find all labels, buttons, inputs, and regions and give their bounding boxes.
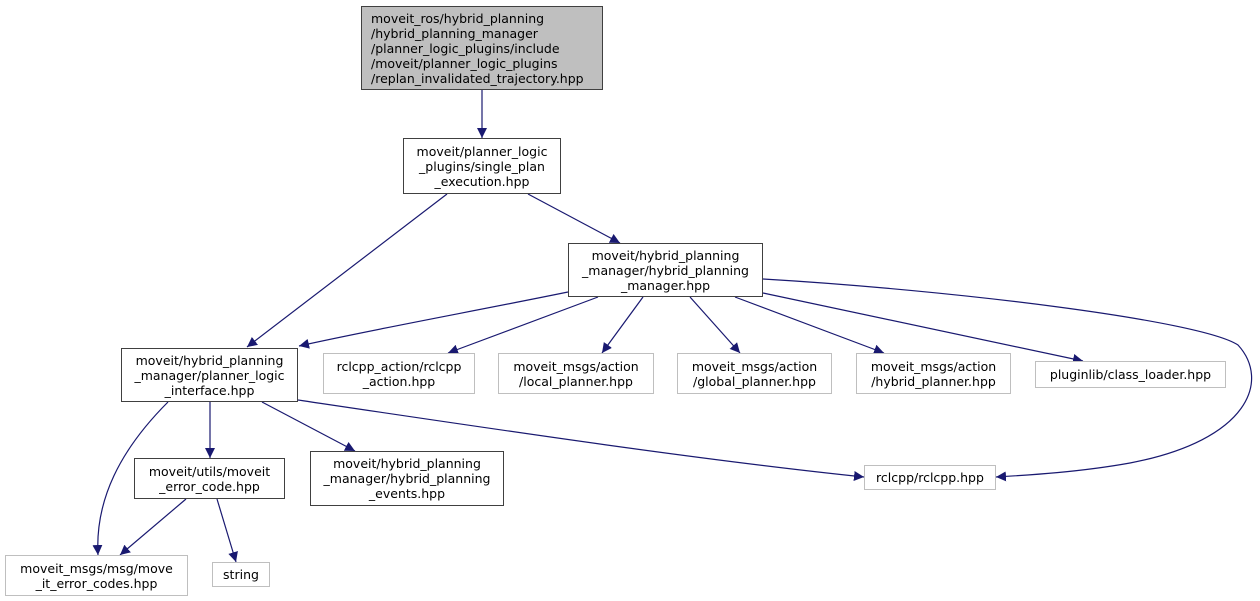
- edge-pli-to-error-codes-msg: [92, 401, 169, 556]
- node-events[interactable]: moveit/hybrid_planning _manager/hybrid_p…: [310, 451, 504, 506]
- node-rclcpp[interactable]: rclcpp/rclcpp.hpp: [864, 465, 996, 490]
- node-single-plan[interactable]: moveit/planner_logic _plugins/single_pla…: [403, 138, 561, 194]
- edge-hpm-to-rclcpp: [762, 278, 1253, 482]
- edge-hpm-to-class-loader: [762, 292, 1084, 364]
- node-label: string: [223, 567, 259, 582]
- node-hybrid-planner[interactable]: moveit_msgs/action /hybrid_planner.hpp: [856, 353, 1011, 394]
- node-string[interactable]: string: [212, 562, 270, 587]
- node-label: moveit/hybrid_planning _manager/planner_…: [134, 352, 285, 398]
- node-label: moveit_msgs/action /global_planner.hpp: [691, 358, 818, 389]
- node-class-loader[interactable]: pluginlib/class_loader.hpp: [1035, 361, 1226, 388]
- node-label: moveit/hybrid_planning _manager/hybrid_p…: [323, 456, 491, 501]
- edge-single-plan-to-pli: [246, 193, 448, 348]
- edge-error-code-to-string: [216, 498, 238, 563]
- edge-single-plan-to-hpm: [527, 193, 621, 244]
- node-error-codes-msg[interactable]: moveit_msgs/msg/move _it_error_codes.hpp: [5, 555, 188, 596]
- node-label: pluginlib/class_loader.hpp: [1049, 367, 1212, 382]
- edge-pli-to-events: [261, 401, 356, 452]
- node-label: moveit_msgs/action /hybrid_planner.hpp: [870, 358, 997, 389]
- edge-hpm-to-hybrid-planner: [734, 296, 885, 355]
- edge-hpm-to-global-planner: [689, 296, 741, 354]
- node-global-planner[interactable]: moveit_msgs/action /global_planner.hpp: [677, 353, 832, 394]
- node-label: moveit/utils/moveit _error_code.hpp: [148, 463, 271, 494]
- edge-hpm-to-rclcpp-action: [447, 296, 599, 355]
- node-label: moveit/planner_logic _plugins/single_pla…: [416, 143, 548, 189]
- node-local-planner[interactable]: moveit_msgs/action /local_planner.hpp: [498, 353, 654, 394]
- node-pli[interactable]: moveit/hybrid_planning _manager/planner_…: [121, 348, 298, 402]
- node-label: moveit/hybrid_planning _manager/hybrid_p…: [582, 247, 749, 293]
- node-label: moveit_ros/hybrid_planning /hybrid_plann…: [371, 10, 584, 86]
- edge-hpm-to-local-planner: [601, 296, 644, 354]
- node-error-code[interactable]: moveit/utils/moveit _error_code.hpp: [134, 458, 285, 499]
- node-label: rclcpp_action/rclcpp _action.hpp: [336, 358, 462, 389]
- edge-error-code-to-error-codes-msg: [119, 498, 187, 556]
- node-rclcpp-action[interactable]: rclcpp_action/rclcpp _action.hpp: [323, 353, 475, 394]
- node-label: rclcpp/rclcpp.hpp: [876, 470, 984, 485]
- edge-pli-to-rclcpp: [297, 399, 865, 481]
- node-root[interactable]: moveit_ros/hybrid_planning /hybrid_plann…: [361, 6, 603, 90]
- node-label: moveit_msgs/action /local_planner.hpp: [513, 358, 639, 389]
- node-label: moveit_msgs/msg/move _it_error_codes.hpp: [20, 560, 173, 591]
- node-hpm[interactable]: moveit/hybrid_planning _manager/hybrid_p…: [568, 243, 763, 297]
- edge-hpm-to-pli: [298, 291, 569, 349]
